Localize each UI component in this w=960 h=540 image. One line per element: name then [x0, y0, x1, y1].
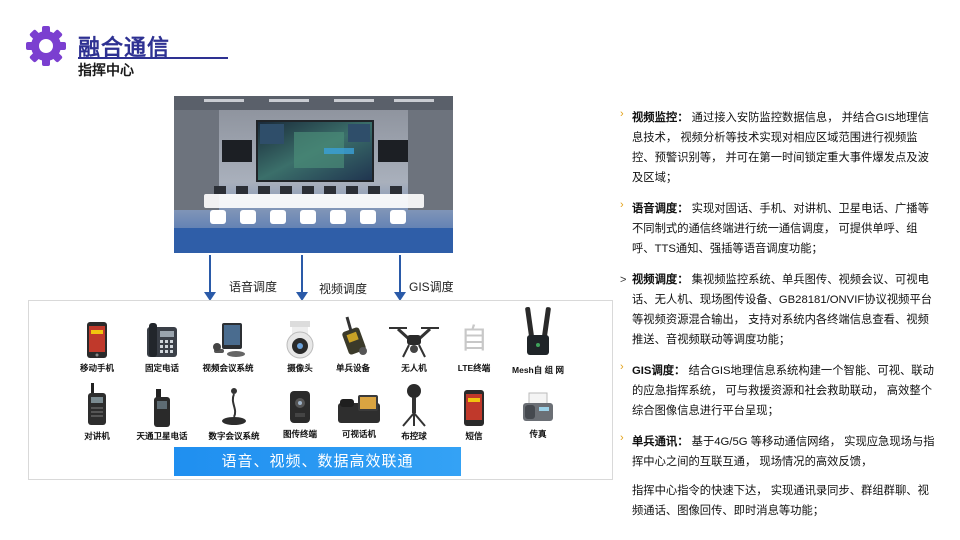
gear-logo-icon [26, 26, 66, 66]
flow-label-video: 视频调度 [319, 282, 368, 296]
image-transmitter-icon [290, 391, 310, 423]
smartphone-icon [87, 322, 107, 358]
device-item: 数字会议系统 [199, 387, 269, 442]
device-item: 移动手机 [62, 321, 132, 374]
chevron-right-icon: > [620, 274, 627, 286]
feature-video-monitoring: › 视频监控： 通过接入安防监控数据信息， 并结合GIS地理信息技术， 视频分析… [620, 108, 935, 188]
voice-dispatch-arrow [203, 255, 217, 301]
page-subtitle: 指挥中心 [78, 62, 134, 78]
device-item: 无人机 [379, 323, 449, 374]
video-conference-icon [213, 323, 245, 357]
feature-individual-comm: › 单兵通讯： 基于4G/5G 等移动通信网络， 实现应急现场与指挥中心之间的互… [620, 432, 935, 521]
feature-description-list: › 视频监控： 通过接入安防监控数据信息， 并结合GIS地理信息技术， 视频分析… [620, 108, 935, 532]
page-title: 融合通信 [78, 35, 171, 60]
feature-voice-dispatch: › 语音调度： 实现对固话、手机、对讲机、卫星电话、广播等不同制式的通信终端进行… [620, 199, 935, 259]
gis-dispatch-arrow [393, 255, 407, 301]
drone-icon [389, 327, 439, 358]
title-underline [78, 57, 228, 59]
device-item: 单兵设备 [318, 315, 388, 374]
flow-label-voice: 语音调度 [229, 280, 278, 294]
mesh-antenna-icon [525, 306, 551, 355]
dome-camera-icon [286, 321, 314, 359]
fax-icon [523, 392, 553, 421]
chevron-right-icon: › [620, 199, 624, 211]
flow-label-gis: GIS调度 [409, 280, 454, 294]
device-item: 固定电话 [127, 321, 197, 374]
walkie-talkie-icon [88, 383, 106, 425]
device-item: Mesh自 组 网 [503, 305, 573, 376]
lte-terminal-icon: 自 [459, 323, 488, 354]
control-ball-icon [402, 384, 426, 427]
feature-video-dispatch: > 视频调度： 集视频监控系统、单兵图传、视频会议、可视电话、无人机、现场图传设… [620, 270, 935, 350]
device-item: 摄像头 [265, 319, 335, 374]
chevron-right-icon: › [620, 108, 624, 120]
feature-gis-dispatch: › GIS调度： 结合GIS地理信息系统构建一个智能、可视、联动的应急指挥系统，… [620, 361, 935, 421]
device-item: 短信 [439, 389, 509, 442]
device-item: 自 LTE终端 [439, 319, 509, 374]
interconnect-banner: 语音、视频、数据高效联通 [174, 447, 461, 476]
video-dispatch-arrow [295, 255, 309, 301]
device-item: 天通卫星电话 [127, 389, 197, 442]
feature-individual-comm-continued: 指挥中心指令的快速下达， 实现通讯录同步、群组群聊、视频通话、图像回传、即时消息… [632, 485, 929, 517]
device-item: 传真 [503, 391, 573, 440]
device-item: 可视话机 [324, 393, 394, 440]
body-worn-device-icon [342, 316, 367, 355]
device-item: 对讲机 [62, 383, 132, 442]
chevron-right-icon: › [620, 432, 624, 444]
command-center-photo [174, 96, 453, 253]
device-item: 视频会议系统 [193, 321, 263, 374]
sms-phone-icon [464, 390, 484, 426]
video-phone-icon [338, 395, 380, 423]
conference-mic-icon [222, 388, 246, 425]
chevron-right-icon: › [620, 361, 624, 373]
desk-phone-icon [147, 323, 177, 357]
device-item: 图传终端 [265, 389, 335, 440]
satellite-phone-icon [154, 389, 170, 427]
device-item: 布控球 [379, 383, 449, 442]
